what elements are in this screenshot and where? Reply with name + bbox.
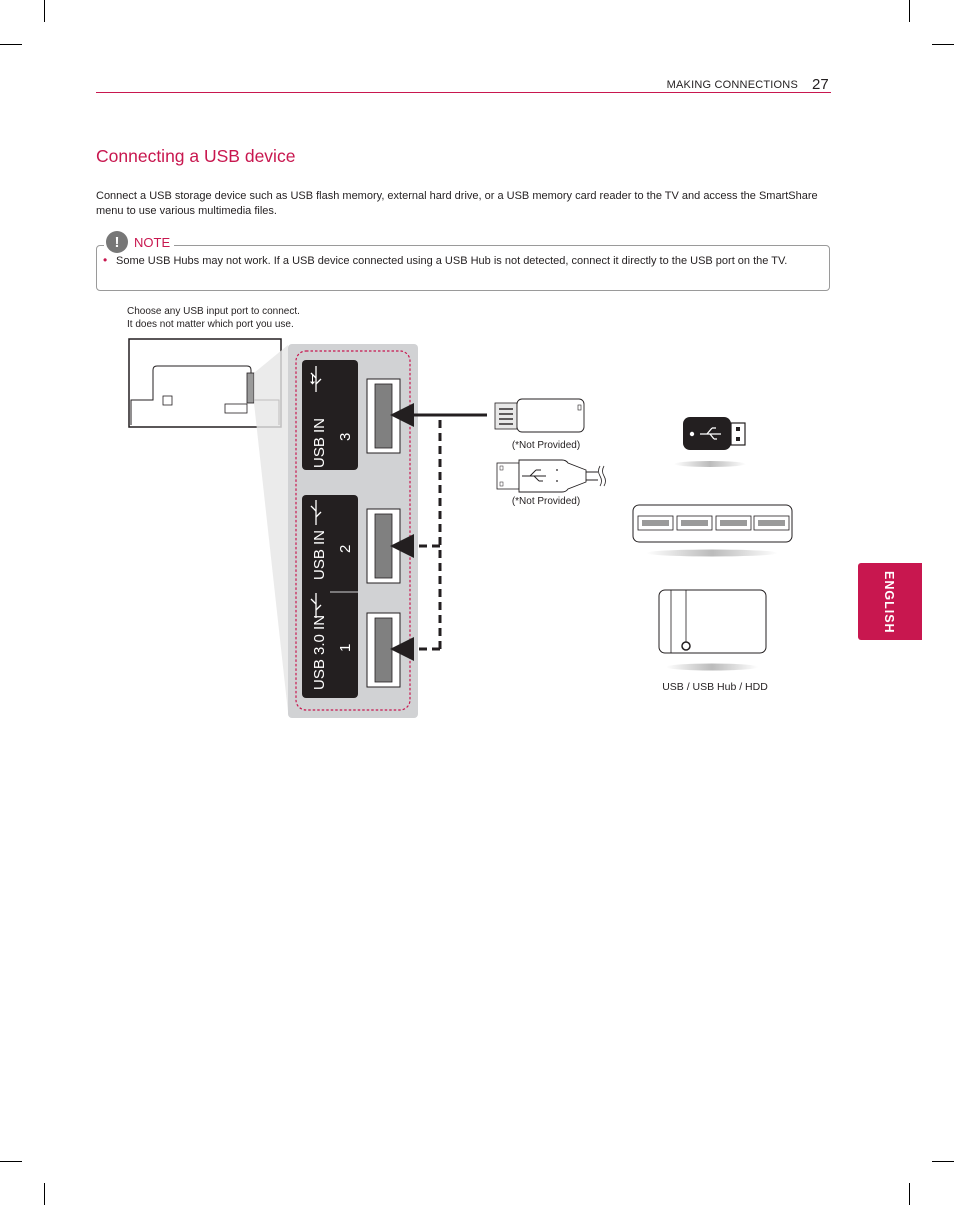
- language-tab: [858, 563, 922, 640]
- note-box: [96, 245, 830, 291]
- note-text: Some USB Hubs may not work. If a USB dev…: [116, 255, 788, 267]
- usb-cable-illustration: [496, 459, 606, 493]
- usb-stick-illustration: [674, 417, 746, 467]
- usb-trident-icon: [310, 593, 322, 618]
- usb-port-3: [366, 378, 401, 454]
- note-label: NOTE: [134, 234, 171, 250]
- port1-label: USB 3.0 IN: [311, 615, 328, 690]
- crop-mark: [932, 44, 954, 45]
- language-tab-label: ENGLISH: [882, 570, 896, 634]
- crop-mark: [0, 1161, 22, 1162]
- not-provided-label-1: (*Not Provided): [512, 440, 580, 451]
- page-title: Connecting a USB device: [96, 146, 296, 166]
- port2-number: 2: [337, 545, 354, 553]
- usb-trident-icon: [310, 500, 322, 525]
- not-provided-label-2: (*Not Provided): [512, 496, 580, 507]
- bullet-icon: •: [103, 253, 108, 267]
- exclamation-icon: !: [106, 231, 128, 253]
- port2-label: USB IN: [311, 530, 328, 580]
- usb-trident-icon: [700, 427, 721, 440]
- crop-mark: [0, 44, 22, 45]
- port1-number: 1: [337, 644, 354, 652]
- port3-number: 3: [337, 433, 354, 441]
- usb-port-2: [366, 508, 401, 584]
- port3-label: USB IN: [311, 418, 328, 468]
- crop-mark: [44, 1183, 45, 1205]
- usb-hub-illustration: [632, 504, 793, 557]
- usb-symbol-icon: ⭠: [303, 374, 319, 385]
- usb-port-1: [366, 612, 401, 688]
- intro-paragraph: Connect a USB storage device such as USB…: [96, 190, 818, 217]
- section-label: MAKING CONNECTIONS: [666, 79, 798, 91]
- header-rule: [96, 92, 831, 93]
- usb-flash-drive-illustration: [494, 398, 585, 433]
- crop-mark: [44, 0, 45, 22]
- connection-arrows: [390, 403, 487, 661]
- usb-trident-icon: [522, 469, 546, 482]
- tv-back-illustration: [128, 338, 288, 712]
- crop-mark: [909, 0, 910, 22]
- instruction-line-2: It does not matter which port you use.: [127, 319, 294, 330]
- usb-trident-icon: [310, 366, 322, 392]
- note-header: ! NOTE: [104, 230, 175, 254]
- devices-caption: USB / USB Hub / HDD: [662, 681, 768, 693]
- crop-mark: [932, 1161, 954, 1162]
- usb-port-panel: ⭠: [288, 344, 418, 718]
- diagram-instruction: Choose any USB input port to connect. It…: [127, 305, 300, 331]
- hdd-illustration: [658, 589, 767, 671]
- page-number: 27: [812, 76, 829, 93]
- instruction-line-1: Choose any USB input port to connect.: [127, 306, 300, 317]
- crop-mark: [909, 1183, 910, 1205]
